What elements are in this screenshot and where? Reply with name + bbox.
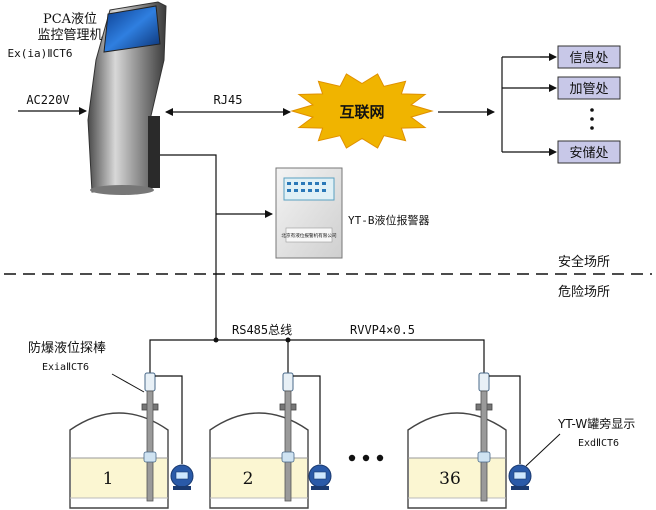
terminal-rating: Ex(ia)ⅡCT6: [7, 47, 72, 60]
probe-head: [478, 372, 490, 392]
tank: 1: [69, 372, 194, 509]
terminal-title-line1: PCA液位: [43, 12, 97, 27]
department-info: 信息处: [557, 45, 621, 69]
ellipsis-dots: [590, 108, 594, 130]
probe-float: [143, 451, 157, 463]
tank-group: 1 2 36: [69, 372, 532, 509]
bus-protocol-label: RS485总线: [232, 323, 292, 337]
probe-rod: [480, 390, 488, 502]
probe-rod: [284, 390, 292, 502]
rs485-bus: [149, 339, 485, 373]
rj45-label: RJ45: [214, 93, 243, 107]
probe-rod: [146, 390, 154, 502]
probe-float: [477, 451, 491, 463]
probe-rating: ExiaⅡCT6: [42, 362, 89, 373]
display-cable: [155, 375, 183, 464]
display-cable: [489, 375, 521, 464]
department-label: 安储处: [569, 146, 608, 161]
department-label: 信息处: [569, 50, 608, 66]
display-cable: [293, 375, 321, 464]
tank-display-unit: [170, 464, 194, 490]
probe-label: 防爆液位探棒: [28, 340, 106, 356]
internet-label: 互联网: [339, 103, 384, 121]
display-rating: ExdⅡCT6: [578, 438, 619, 449]
internet-burst: [290, 73, 434, 149]
department-storage: 安储处: [557, 140, 621, 164]
tank-display-unit: [308, 464, 332, 490]
tank-ellipsis: [348, 454, 384, 462]
department-label: 加管处: [569, 82, 608, 97]
tank-liquid: [409, 458, 505, 498]
safe-zone-label: 安全场所: [558, 254, 610, 270]
tank-number: 1: [103, 469, 114, 489]
department-admin: 加管处: [557, 76, 621, 100]
probe-head: [282, 372, 294, 392]
probe-callout-line: [111, 373, 145, 393]
tank: 36: [407, 372, 532, 509]
probe-float: [281, 451, 295, 463]
bus-cable-label: RVVP4×0.5: [350, 323, 415, 337]
tank-liquid: [211, 458, 307, 498]
monitoring-terminal: [87, 1, 167, 195]
tank-number: 36: [439, 469, 461, 489]
terminal-screen: [103, 5, 161, 53]
alarm-panel: 北京有液位报警机有限公司: [275, 167, 343, 259]
display-label: YT-W罐旁显示: [557, 416, 635, 431]
alarm-nameplate: 北京有液位报警机有限公司: [281, 232, 337, 239]
terminal-trunk-line: [160, 154, 217, 340]
display-callout-line: [525, 433, 561, 467]
department-bracket: [501, 56, 554, 153]
probe-head: [144, 372, 156, 392]
alarm-label: YT-B液位报警器: [348, 213, 430, 227]
tank-display-unit: [508, 464, 532, 490]
power-label: AC220V: [26, 93, 69, 107]
hazard-zone-label: 危险场所: [558, 285, 610, 300]
terminal-title-line2: 监控管理机: [37, 28, 102, 43]
tank-number: 2: [243, 469, 254, 489]
tank: 2: [209, 372, 332, 509]
